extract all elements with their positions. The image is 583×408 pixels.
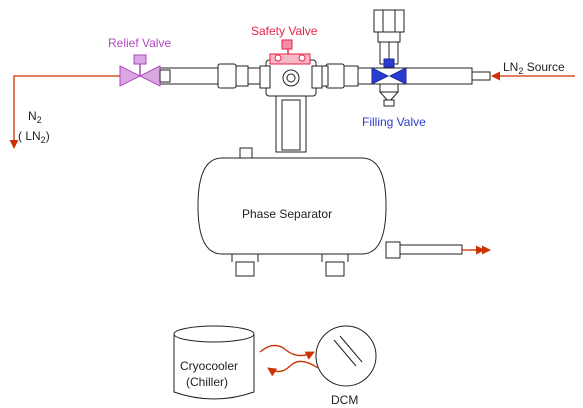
header-pipe [159, 63, 491, 89]
cross-fitting [259, 59, 323, 153]
cryocooler-label-line1: Cryocooler [180, 359, 238, 373]
ln2-source-label: LN2 Source [503, 60, 565, 76]
safety-valve [269, 39, 311, 65]
coolant-supply-line [259, 344, 315, 360]
safety-valve-label: Safety Valve [251, 24, 318, 38]
n2-label: N2 [28, 109, 42, 125]
relief-valve [119, 54, 171, 87]
filling-valve-actuator [373, 9, 405, 65]
ln2-paren-label: ( LN2) [18, 129, 50, 145]
filling-valve-label: Filling Valve [362, 115, 426, 129]
dcm-label: DCM [331, 393, 358, 407]
coolant-return-line [267, 360, 319, 377]
n2-vent-arrow [9, 75, 120, 149]
relief-valve-label: Relief Valve [108, 36, 171, 50]
filling-valve [371, 58, 407, 107]
phase-separator-label: Phase Separator [242, 207, 332, 221]
phase-separator-vessel [197, 147, 463, 277]
cryocooler [173, 325, 255, 400]
dcm [315, 325, 377, 387]
cryocooler-label-line2: (Chiller) [186, 375, 228, 389]
